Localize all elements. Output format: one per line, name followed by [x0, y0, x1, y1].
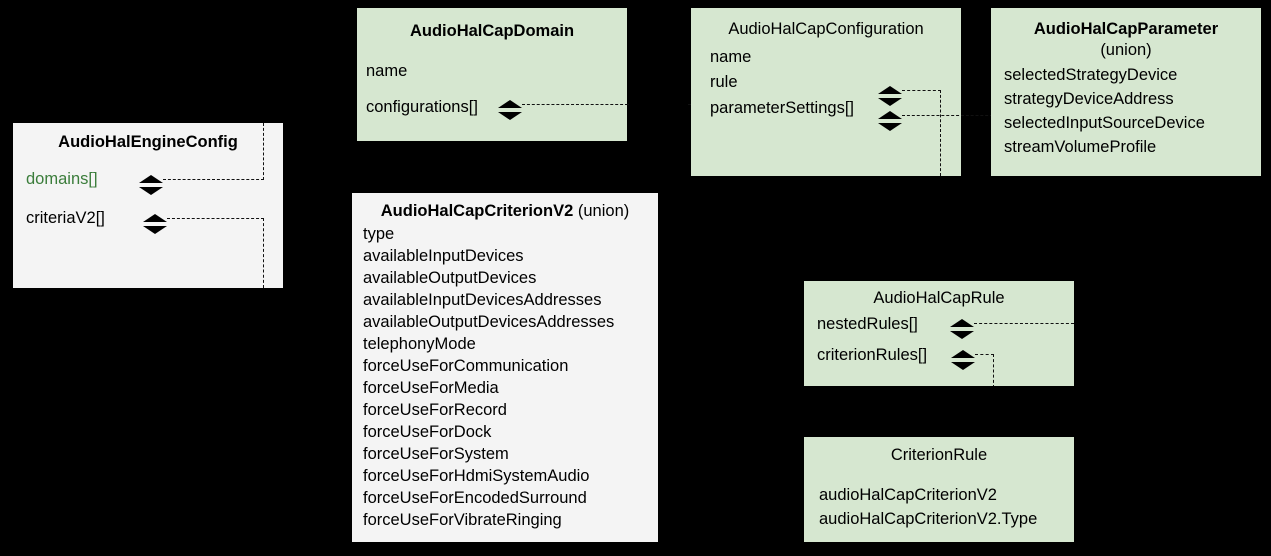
class-title-audio-hal-cap-parameter: AudioHalCapParameter	[1033, 20, 1219, 38]
attribute-audio-hal-cap-criterion-v2: audioHalCapCriterionV2	[819, 486, 997, 504]
attribute-rule: rule	[710, 73, 738, 91]
class-box-audio-hal-engine-config[interactable]: AudioHalEngineConfig domains[] criteriaV…	[13, 123, 283, 288]
attribute-available-output-devices: availableOutputDevices	[363, 269, 537, 287]
attribute-force-use-for-dock: forceUseForDock	[363, 423, 492, 441]
class-subtitle-audio-hal-cap-parameter: (union)	[1100, 41, 1152, 59]
class-subtitle-text: (union)	[577, 202, 630, 220]
attribute-criterion-rules: criterionRules[]	[817, 346, 928, 364]
class-title-audio-hal-cap-criterion-v2: AudioHalCapCriterionV2 (union)	[352, 201, 658, 222]
class-box-audio-hal-cap-rule[interactable]: AudioHalCapRule nestedRules[] criterionR…	[804, 281, 1074, 386]
class-title-audio-hal-cap-configuration: AudioHalCapConfiguration	[728, 20, 924, 38]
edge-criteria-v2-vertical	[263, 218, 264, 288]
class-box-criterion-rule[interactable]: CriterionRule audioHalCapCriterionV2 aud…	[804, 437, 1074, 542]
edge-configurations-horizontal	[522, 104, 627, 105]
attribute-available-input-devices: availableInputDevices	[363, 247, 524, 265]
attribute-available-output-devices-addresses: availableOutputDevicesAddresses	[363, 313, 615, 331]
class-title-text: AudioHalCapCriterionV2	[380, 202, 574, 220]
attribute-force-use-for-encoded-surround: forceUseForEncodedSurround	[363, 489, 587, 507]
edge-rule-horizontal	[902, 90, 941, 91]
composition-diamond-domains	[139, 175, 163, 195]
class-box-audio-hal-cap-domain[interactable]: AudioHalCapDomain name configurations[]	[357, 8, 627, 141]
composition-diamond-parameter-settings	[878, 111, 902, 131]
composition-diamond-configurations	[498, 100, 522, 120]
attribute-selected-input-source-device: selectedInputSourceDevice	[1004, 114, 1205, 132]
edge-criterion-rules-horizontal	[975, 354, 994, 355]
attribute-force-use-for-record: forceUseForRecord	[363, 401, 507, 419]
edge-domains-horizontal	[163, 179, 264, 180]
class-box-audio-hal-cap-parameter[interactable]: AudioHalCapParameter (union) selectedStr…	[991, 8, 1261, 176]
composition-diamond-criteria-v2	[143, 214, 167, 234]
composition-diamond-rule	[878, 86, 902, 106]
attribute-force-use-for-communication: forceUseForCommunication	[363, 357, 569, 375]
class-title-audio-hal-cap-domain: AudioHalCapDomain	[409, 22, 575, 40]
attribute-force-use-for-hdmi-system-audio: forceUseForHdmiSystemAudio	[363, 467, 590, 485]
attribute-force-use-for-media: forceUseForMedia	[363, 379, 499, 397]
composition-diamond-nested-rules	[950, 319, 974, 339]
edge-parameter-settings-gap	[961, 115, 993, 116]
attribute-force-use-for-system: forceUseForSystem	[363, 445, 509, 463]
attribute-force-use-for-vibrate-ringing: forceUseForVibrateRinging	[363, 511, 562, 529]
attribute-selected-strategy-device: selectedStrategyDevice	[1004, 66, 1178, 84]
attribute-criteria-v2: criteriaV2[]	[26, 209, 105, 227]
attribute-telephony-mode: telephonyMode	[363, 335, 476, 353]
attribute-available-input-devices-addresses: availableInputDevicesAddresses	[363, 291, 602, 309]
attribute-audio-hal-cap-criterion-v2-type: audioHalCapCriterionV2.Type	[819, 510, 1038, 528]
edge-parameter-settings-horizontal	[902, 115, 961, 116]
edge-domains-vertical	[263, 123, 264, 180]
attribute-strategy-device-address: strategyDeviceAddress	[1004, 90, 1174, 108]
edge-rule-vertical	[940, 90, 941, 176]
class-title-criterion-rule: CriterionRule	[890, 446, 988, 464]
edge-criterion-rules-vertical	[993, 354, 994, 386]
edge-criteria-v2-horizontal	[167, 218, 264, 219]
attribute-configurations: configurations[]	[366, 98, 478, 116]
edge-gap-mask-configurations	[629, 96, 689, 113]
attribute-name: name	[366, 62, 408, 80]
class-box-audio-hal-cap-configuration[interactable]: AudioHalCapConfiguration name rule param…	[691, 8, 961, 176]
attribute-parameter-settings: parameterSettings[]	[710, 99, 854, 117]
edge-nested-rules-horizontal	[974, 323, 1074, 324]
attribute-stream-volume-profile: streamVolumeProfile	[1004, 138, 1157, 156]
attribute-nested-rules: nestedRules[]	[817, 315, 918, 333]
attribute-domains: domains[]	[26, 170, 98, 188]
attribute-type: type	[363, 225, 395, 243]
class-title-audio-hal-cap-rule: AudioHalCapRule	[873, 289, 1005, 307]
class-title-audio-hal-engine-config: AudioHalEngineConfig	[58, 133, 238, 151]
attribute-configuration-name: name	[710, 48, 752, 66]
class-box-audio-hal-cap-criterion-v2[interactable]: AudioHalCapCriterionV2 (union) type avai…	[352, 193, 658, 542]
composition-diamond-criterion-rules	[951, 350, 975, 370]
